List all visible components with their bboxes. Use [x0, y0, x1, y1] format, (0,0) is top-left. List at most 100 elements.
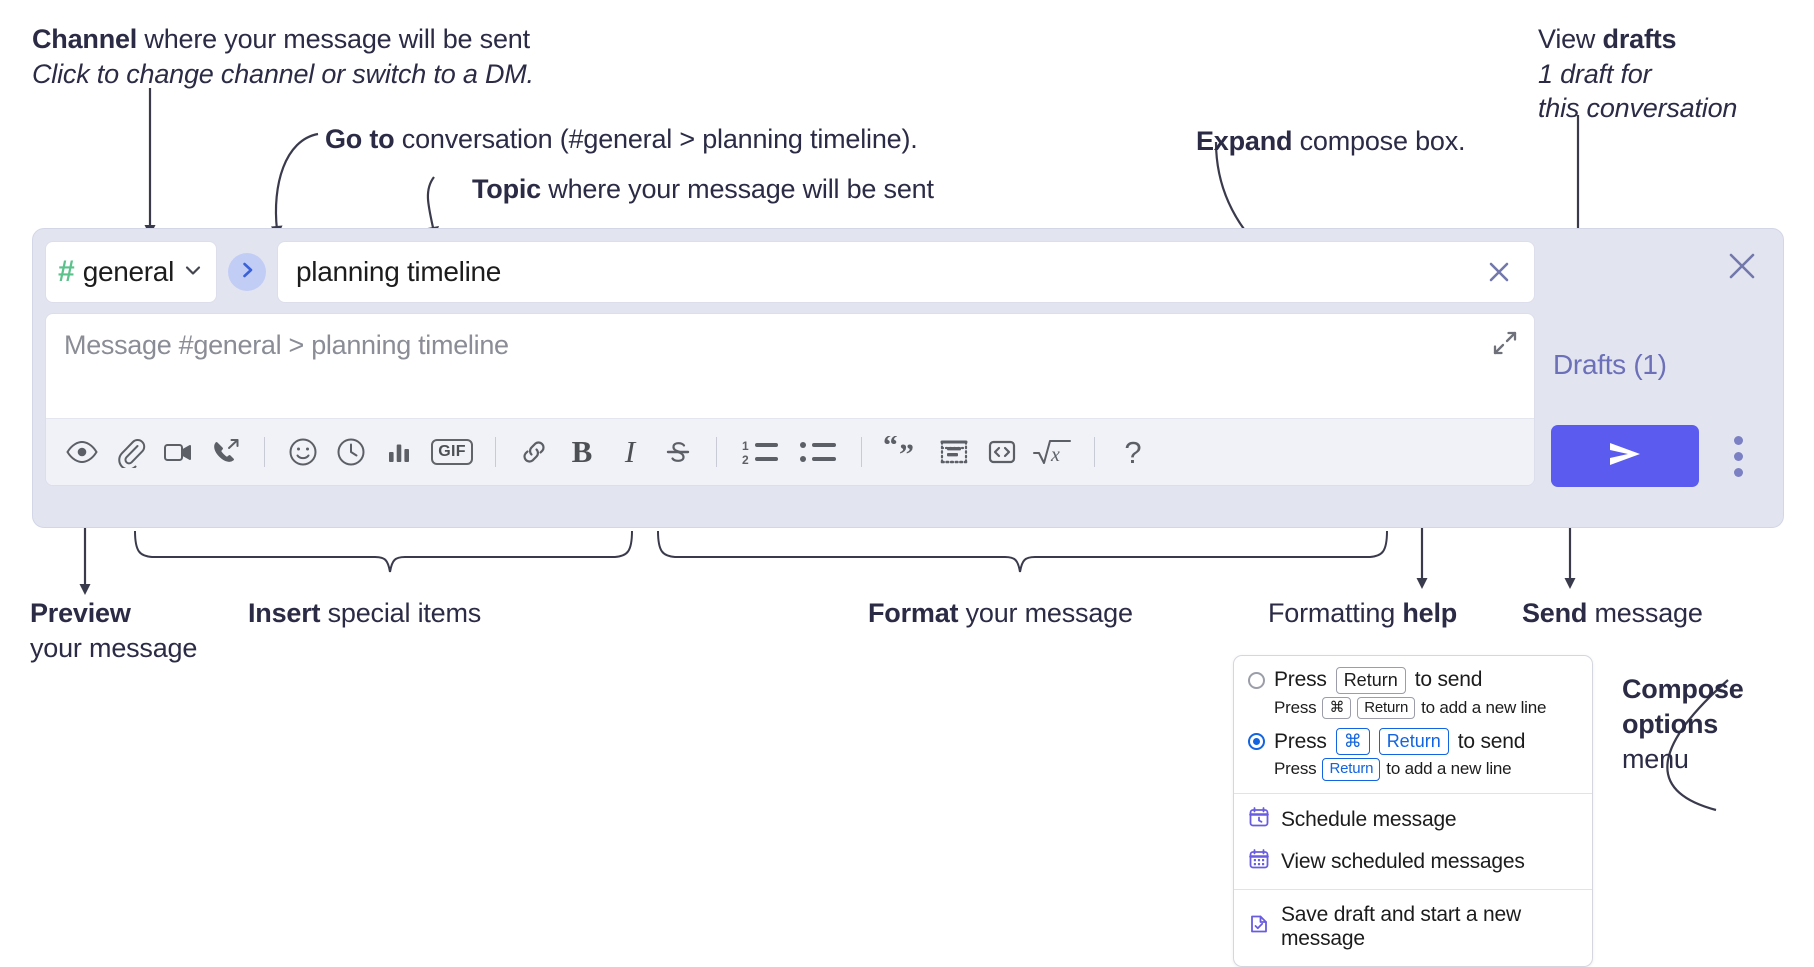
goto-conversation-button[interactable] [228, 253, 266, 291]
channel-name: general [82, 256, 175, 287]
close-icon[interactable] [1723, 247, 1761, 290]
menu-item-label: View scheduled messages [1281, 849, 1525, 873]
option-cmd-return-row[interactable]: Press ⌘ Return to send [1248, 728, 1578, 755]
option-cmd-return-pre: Press [1274, 729, 1327, 753]
bulleted-list-button[interactable] [789, 428, 847, 476]
screenshot-root: Channel where your message will be sent … [30, 22, 1784, 967]
annotation-help-prefix: Formatting [1268, 598, 1403, 628]
annotation-preview-bold: Preview [30, 598, 131, 628]
annotation-help-bold: help [1402, 598, 1458, 628]
option-return-sub: Press ⌘ Return to add a new line [1274, 696, 1578, 720]
compose-right-rail: Drafts (1) [1533, 229, 1783, 527]
divider-5 [1094, 437, 1095, 467]
formatting-help-button[interactable]: ? [1109, 428, 1157, 476]
question-mark-icon: ? [1124, 434, 1142, 470]
annotation-channel-bold: Channel [32, 24, 138, 54]
annotation-preview-line2: your message [30, 632, 198, 663]
divider-3 [716, 437, 717, 467]
annotation-expand: Expand compose box. [1196, 124, 1466, 159]
divider-2 [495, 437, 496, 467]
annotation-compose-options-line1: Compose [1622, 674, 1744, 704]
italic-button[interactable]: I [606, 428, 654, 476]
option-return-post: to send [1414, 668, 1483, 692]
italic-icon: I [624, 434, 636, 469]
code-block-button[interactable] [930, 428, 978, 476]
chevron-down-icon [182, 259, 204, 286]
gif-button[interactable]: GIF [423, 428, 481, 476]
send-paper-plane-icon [1604, 437, 1646, 476]
attach-button[interactable] [106, 428, 154, 476]
channel-picker[interactable]: # general [45, 241, 217, 303]
kebab-dot [1733, 435, 1743, 445]
key-command: ⌘ [1335, 728, 1370, 755]
close-icon[interactable] [1480, 253, 1518, 291]
annotation-channel-italic: Click to change channel or switch to a D… [32, 58, 534, 89]
radio-return[interactable] [1248, 671, 1265, 689]
annotation-goto-bold: Go to [325, 124, 395, 154]
annotation-drafts: View drafts 1 draft for this conversatio… [1538, 22, 1737, 126]
annotation-send-rest: message [1587, 598, 1703, 628]
topic-value: planning timeline [296, 256, 502, 287]
code-snippet-button[interactable] [978, 428, 1026, 476]
send-button[interactable] [1551, 425, 1699, 487]
calendar-clock-icon [1248, 806, 1270, 834]
strikethrough-button[interactable] [654, 428, 702, 476]
poll-button[interactable] [375, 428, 423, 476]
preview-button[interactable] [58, 428, 106, 476]
formatting-toolbar: GIF B I [46, 418, 1534, 485]
menu-item-view-scheduled-messages[interactable]: View scheduled messages [1234, 841, 1592, 883]
video-button[interactable] [154, 428, 202, 476]
bold-button[interactable]: B [558, 428, 606, 476]
menu-divider [1234, 888, 1592, 890]
link-button[interactable] [510, 428, 558, 476]
annotation-drafts-bold: drafts [1602, 24, 1677, 54]
compose-options-button[interactable] [1723, 429, 1753, 483]
annotation-drafts-line2: this conversation [1538, 93, 1738, 124]
math-button[interactable]: x [1026, 428, 1080, 476]
save-draft-icon [1248, 913, 1270, 941]
radio-cmd-return[interactable] [1248, 733, 1265, 750]
divider-1 [264, 437, 265, 467]
annotation-topic-bold: Topic [472, 174, 541, 204]
option-return-row[interactable]: Press Return to send [1248, 667, 1578, 694]
annotation-drafts-prefix: View [1538, 24, 1603, 54]
message-input-box[interactable]: Message #general > planning timeline [45, 313, 1535, 486]
message-input-area[interactable]: Message #general > planning timeline [46, 314, 1534, 418]
hash-icon: # [58, 255, 75, 288]
annotation-compose-options-line3: menu [1622, 744, 1689, 775]
annotation-goto: Go to conversation (#general > planning … [325, 122, 918, 157]
annotation-send-bold: Send [1522, 598, 1588, 628]
option-cmd-return-sub: Press Return to add a new line [1274, 757, 1578, 781]
huddle-button[interactable] [202, 428, 250, 476]
send-mode-section: Press Return to send Press ⌘ Return to a… [1234, 656, 1592, 793]
blockquote-button[interactable]: “ ” [876, 428, 930, 476]
svg-text:“: “ [883, 436, 898, 462]
menu-item-save-draft[interactable]: Save draft and start a new message [1234, 896, 1592, 958]
menu-item-schedule-message[interactable]: Schedule message [1234, 799, 1592, 841]
kebab-dot [1733, 467, 1743, 477]
schedule-section: Schedule message View scheduled messages [1234, 794, 1592, 889]
emoji-button[interactable] [279, 428, 327, 476]
annotation-compose-options: Compose options menu [1622, 672, 1744, 777]
annotation-preview: Preview your message [30, 596, 197, 665]
compose-options-menu: Press Return to send Press ⌘ Return to a… [1233, 655, 1593, 967]
key-command: ⌘ [1322, 696, 1352, 720]
menu-item-label: Save draft and start a new message [1281, 902, 1521, 950]
key-return: Return [1378, 728, 1449, 755]
draft-section: Save draft and start a new message [1234, 890, 1592, 966]
annotation-expand-bold: Expand [1196, 126, 1293, 156]
topic-field[interactable]: planning timeline [277, 241, 1535, 303]
key-return: Return [1335, 667, 1406, 694]
svg-text:x: x [1050, 444, 1060, 466]
option-cmd-return-sub-pre: Press [1274, 759, 1317, 779]
reminder-button[interactable] [327, 428, 375, 476]
option-cmd-return-sub-post: to add a new line [1386, 759, 1512, 779]
drafts-link[interactable]: Drafts (1) [1553, 349, 1667, 380]
ordered-list-button[interactable]: 1 2 [731, 428, 789, 476]
annotation-channel-rest: where your message will be sent [137, 24, 530, 54]
annotation-insert: Insert special items [248, 596, 481, 631]
key-return: Return [1322, 757, 1381, 781]
calendar-grid-icon [1248, 848, 1270, 876]
annotation-send: Send message [1522, 596, 1703, 631]
expand-icon[interactable] [1490, 328, 1520, 363]
